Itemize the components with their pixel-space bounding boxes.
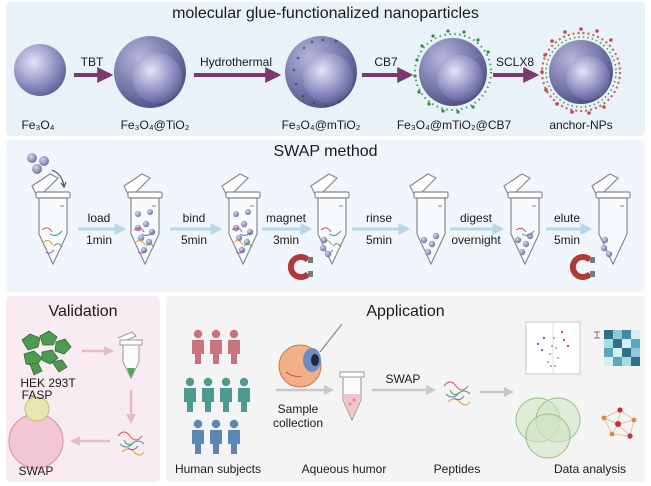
arrow-label-tbt: TBT [80, 55, 104, 69]
network-icon [601, 407, 637, 439]
step-2: bind 5min [170, 207, 218, 251]
eye-icon [278, 323, 343, 388]
step-action: digest [459, 211, 493, 225]
venn-diagram-icon [515, 397, 581, 459]
step-action: magnet [265, 211, 307, 225]
peptides-icon [443, 381, 471, 406]
step-time: 1min [85, 233, 112, 247]
step-time: 5min [365, 233, 392, 247]
swap-label: SWAP [18, 464, 54, 478]
tube-7 [591, 173, 631, 265]
step-4: rinse 5min [354, 207, 404, 251]
fe3o4-particle [14, 44, 66, 96]
step-time: 5min [553, 233, 580, 247]
swap-arrow-label: SWAP [385, 372, 421, 386]
peptides-label: Peptides [433, 462, 481, 476]
step-time: 5min [180, 233, 207, 247]
falling-beads [27, 153, 67, 189]
sample-collection-label: Sample collection [266, 402, 330, 430]
particle-label-5: anchor-NPs [549, 118, 613, 132]
heatmap-icon [594, 330, 640, 366]
fasp-swap-venn [8, 396, 64, 469]
step-action: bind [182, 211, 206, 225]
hek-cells-icon [21, 330, 72, 376]
fe3o4-mtio2-cb7-particle [413, 29, 492, 114]
validation-peptides-icon [117, 431, 145, 456]
particle-label-3: Fe₃O₄@mTiO₂ [281, 118, 361, 132]
arrow-label-cb7: CB7 [374, 55, 398, 69]
volcano-plot-icon [525, 321, 581, 375]
fe3o4-tio2-particle [114, 36, 186, 108]
step-6: elute 5min [544, 207, 590, 251]
step-action: load [87, 211, 111, 225]
validation-title: Validation [48, 303, 118, 320]
human-subjects-label: Human subjects [174, 462, 262, 476]
step-action: rinse [365, 211, 392, 225]
tube-6 [503, 173, 543, 265]
arrow-label-sclx8: SCLX8 [495, 55, 535, 69]
step-1: load 1min [76, 207, 122, 251]
sample-collection-line-2: collection [272, 416, 324, 430]
step-time: overnight [451, 233, 501, 247]
tube-5 [409, 173, 449, 265]
step-5: digest overnight [446, 207, 506, 251]
step-action: elute [553, 211, 581, 225]
step-3: magnet 3min [260, 207, 312, 251]
aqueous-tube [339, 371, 365, 422]
particle-label-2: Fe₃O₄@TiO₂ [120, 118, 190, 132]
hek-label: HEK 293T [20, 376, 76, 390]
synthesis-title: molecular glue-functionalized nanopartic… [172, 5, 479, 22]
step-time: 3min [272, 233, 299, 247]
fe3o4-mtio2-particle [285, 36, 357, 108]
particle-label-4: Fe₃O₄@mTiO₂@CB7 [396, 118, 512, 132]
aqueous-humor-label: Aqueous humor [301, 462, 387, 476]
application-title: Application [366, 303, 445, 320]
sample-collection-line-1: Sample [277, 402, 319, 416]
anchor-np-particle [540, 27, 622, 115]
particle-label-1: Fe₃O₄ [21, 118, 55, 132]
tube-4 [310, 173, 350, 265]
human-subjects-icon [184, 329, 250, 454]
swap-title: SWAP method [273, 143, 378, 160]
data-analysis-label: Data analysis [553, 462, 627, 476]
fasp-label: FASP [21, 388, 53, 402]
arrow-label-hydrothermal: Hydrothermal [199, 55, 273, 69]
validation-tube [117, 331, 143, 380]
